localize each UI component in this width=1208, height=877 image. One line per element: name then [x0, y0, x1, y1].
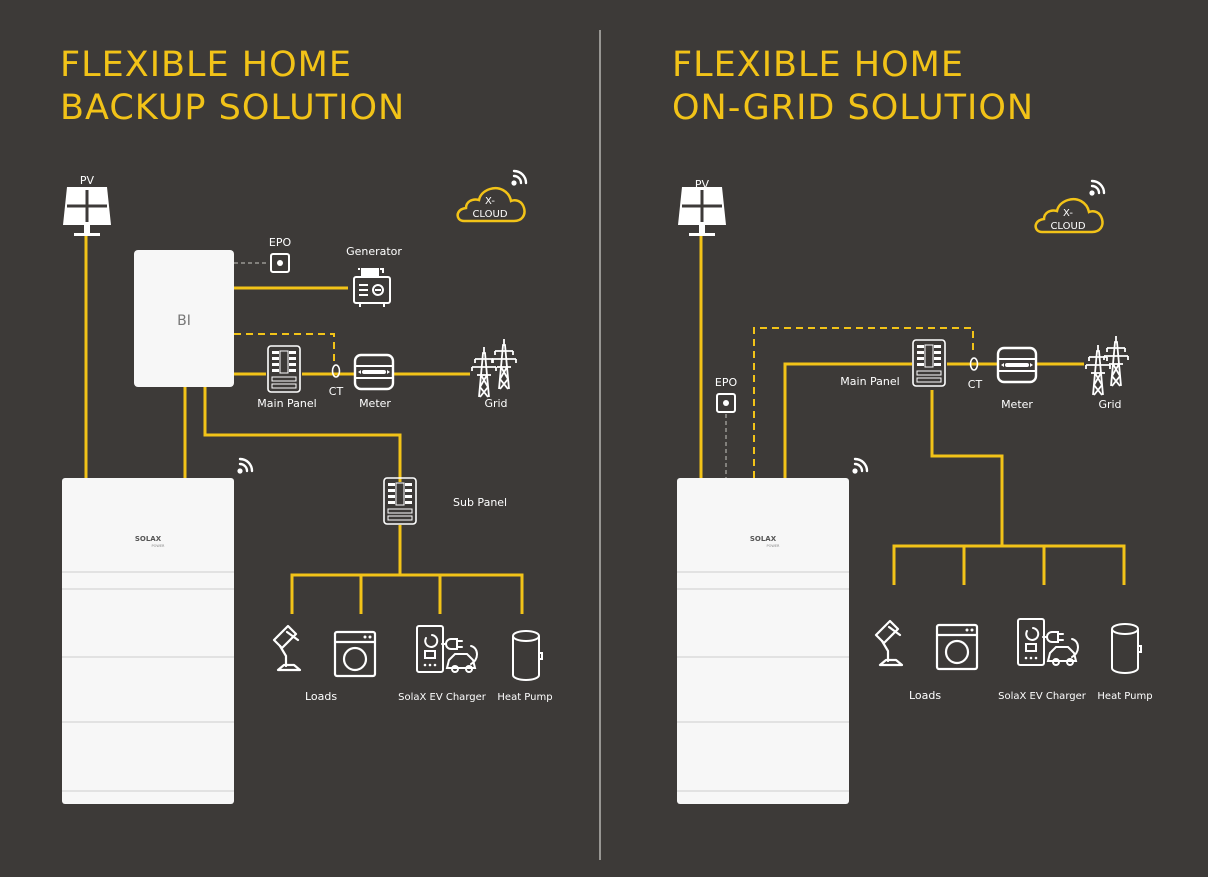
meter-icon [353, 353, 395, 391]
epo-switch-icon [716, 393, 736, 413]
generator-icon [353, 268, 391, 308]
heat-pump-icon [512, 630, 543, 681]
ct-label: CT [968, 378, 983, 391]
battery-brand: SOLAX [135, 535, 162, 543]
cloud-label-line2: CLOUD [472, 209, 507, 220]
lamp-icon [874, 619, 904, 667]
battery-stack: SOLAX POWER [62, 478, 234, 804]
heat-pump-icon [1111, 623, 1142, 674]
on-grid-diagram: SOLAX POWER PV X- CLOUD EPO Main Panel C… [676, 178, 1153, 804]
breaker-panel-icon [383, 477, 417, 525]
pylon-icon [471, 346, 497, 398]
wifi-icon [236, 457, 254, 475]
ct-label: CT [329, 385, 344, 398]
washing-machine-icon [935, 623, 979, 671]
meter-label: Meter [1001, 398, 1033, 411]
heat-pump-label: Heat Pump [497, 692, 552, 703]
title-line: BACKUP SOLUTION [60, 88, 406, 128]
loads-label: Loads [305, 690, 337, 703]
on-grid-solution-title: FLEXIBLE HOME ON-GRID SOLUTION [672, 44, 1132, 130]
inverter-label: BI [177, 313, 191, 329]
pylon-icon [491, 338, 517, 390]
ev-charger-label: SolaX EV Charger [398, 692, 487, 703]
battery-brand: SOLAX [750, 535, 777, 543]
cloud-label-line1: X- [485, 196, 495, 207]
grid-label: Grid [484, 397, 507, 410]
wifi-icon [510, 169, 528, 187]
washing-machine-icon [333, 630, 377, 678]
meter-icon [996, 346, 1038, 384]
ev-charger-icon [1017, 618, 1079, 666]
title-line: ON-GRID SOLUTION [672, 88, 1035, 128]
battery-brand-sub: POWER [767, 544, 781, 548]
title-line: FLEXIBLE HOME [60, 45, 352, 85]
backup-solution-title: FLEXIBLE HOME BACKUP SOLUTION [60, 44, 480, 130]
backup-diagram: SOLAX POWER BI PV X- CLOUD EPO Generator [61, 169, 553, 804]
battery-stack: SOLAX POWER [677, 478, 849, 804]
lamp-icon [272, 624, 302, 672]
solar-panel-icon [61, 185, 113, 238]
pv-label: PV [695, 178, 710, 191]
grid-label: Grid [1098, 398, 1121, 411]
wifi-icon [851, 457, 869, 475]
title-line: FLEXIBLE HOME [672, 45, 964, 85]
epo-label: EPO [269, 236, 292, 249]
breaker-panel-icon [912, 339, 946, 387]
ct-clamp-icon [331, 364, 341, 378]
pv-label: PV [80, 174, 95, 187]
generator-label: Generator [346, 245, 402, 258]
ev-charger-icon [416, 625, 478, 673]
cloud-label-line1: X- [1063, 208, 1073, 219]
loads-label: Loads [909, 689, 941, 702]
ev-charger-label: SolaX EV Charger [998, 691, 1087, 702]
solar-panel-icon [676, 185, 728, 238]
bi-inverter: BI [134, 250, 234, 387]
cloud-label-line2: CLOUD [1050, 221, 1085, 232]
meter-label: Meter [359, 397, 391, 410]
epo-switch-icon [270, 253, 290, 273]
ct-clamp-icon [969, 357, 979, 371]
sub-panel-label: Sub Panel [453, 496, 507, 509]
main-panel-label: Main Panel [840, 375, 899, 388]
epo-label: EPO [715, 376, 738, 389]
main-panel-label: Main Panel [257, 397, 316, 410]
wifi-icon [1088, 179, 1106, 197]
breaker-panel-icon [267, 345, 301, 393]
battery-brand-sub: POWER [152, 544, 166, 548]
pylon-icon [1085, 344, 1111, 396]
heat-pump-label: Heat Pump [1097, 691, 1152, 702]
